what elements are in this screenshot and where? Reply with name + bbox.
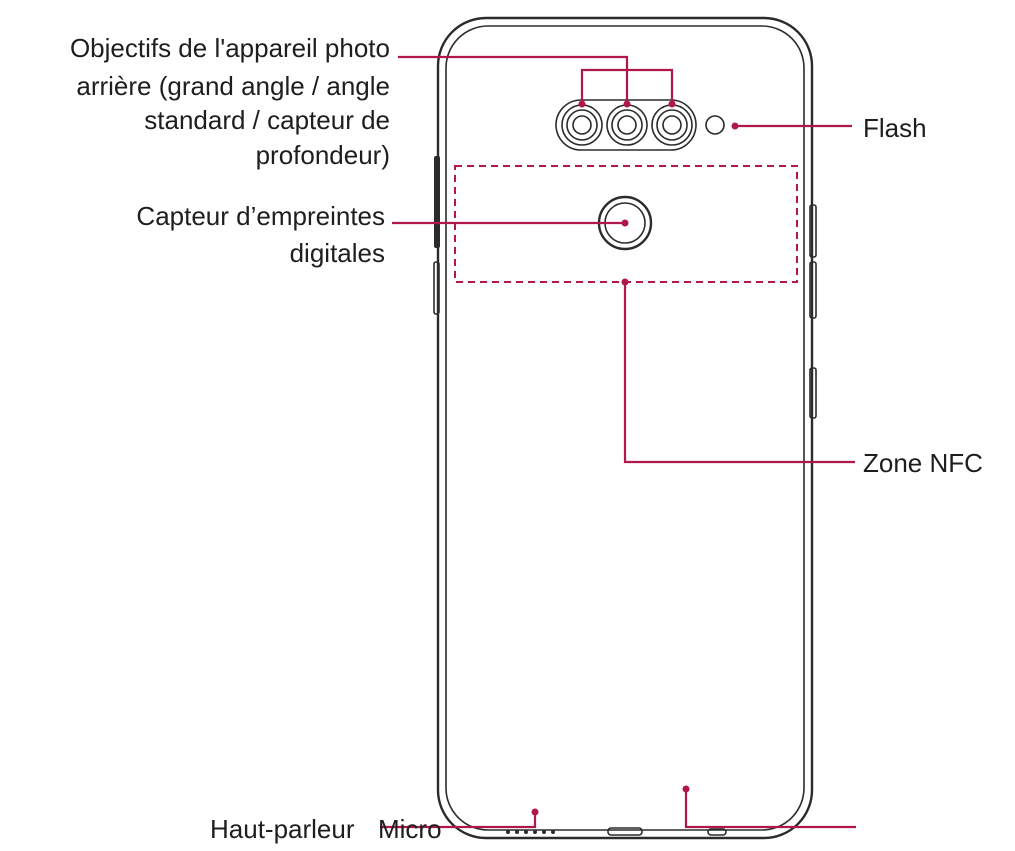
camera-bump <box>555 99 697 151</box>
phone-inner-edge <box>445 25 805 831</box>
leader-bottom-right <box>684 789 856 829</box>
label-rear-camera-line1: Objectifs de l'appareil photo <box>70 33 390 63</box>
label-fingerprint-line2: digitales <box>290 238 385 268</box>
left-side-button <box>434 156 440 248</box>
leader-camera-bracket <box>580 68 674 104</box>
speaker-grille <box>506 830 555 834</box>
leader-nfc <box>623 282 855 464</box>
label-flash: Flash <box>863 113 927 143</box>
phone-body <box>433 16 817 840</box>
right-side-button-middle <box>809 261 817 319</box>
right-side-button-bottom <box>809 367 817 419</box>
label-rear-camera-line2: arrière (grand angle / angle <box>76 71 390 101</box>
usb-port <box>607 827 643 836</box>
camera-module <box>555 99 725 151</box>
label-rear-camera-line3: standard / capteur de <box>144 105 390 135</box>
headphone-jack <box>707 828 727 836</box>
phone-outline <box>436 16 814 840</box>
left-side-key <box>433 261 440 315</box>
label-speaker: Haut-parleur <box>210 814 355 844</box>
leader-lines <box>380 55 856 829</box>
label-fingerprint-line1: Capteur d’empreintes <box>136 201 385 231</box>
leader-micro <box>380 812 537 829</box>
label-rear-camera-line4: profondeur) <box>256 140 390 170</box>
flash-lamp <box>705 115 725 135</box>
label-micro: Micro <box>378 814 442 844</box>
camera-lens-1 <box>561 104 603 146</box>
label-nfc: Zone NFC <box>863 448 983 478</box>
labels: Objectifs de l'appareil photo arrière (g… <box>70 33 983 844</box>
camera-lens-3 <box>651 104 693 146</box>
right-side-button-top <box>809 204 817 258</box>
camera-lens-2 <box>606 104 648 146</box>
leader-rear-camera <box>398 55 629 104</box>
